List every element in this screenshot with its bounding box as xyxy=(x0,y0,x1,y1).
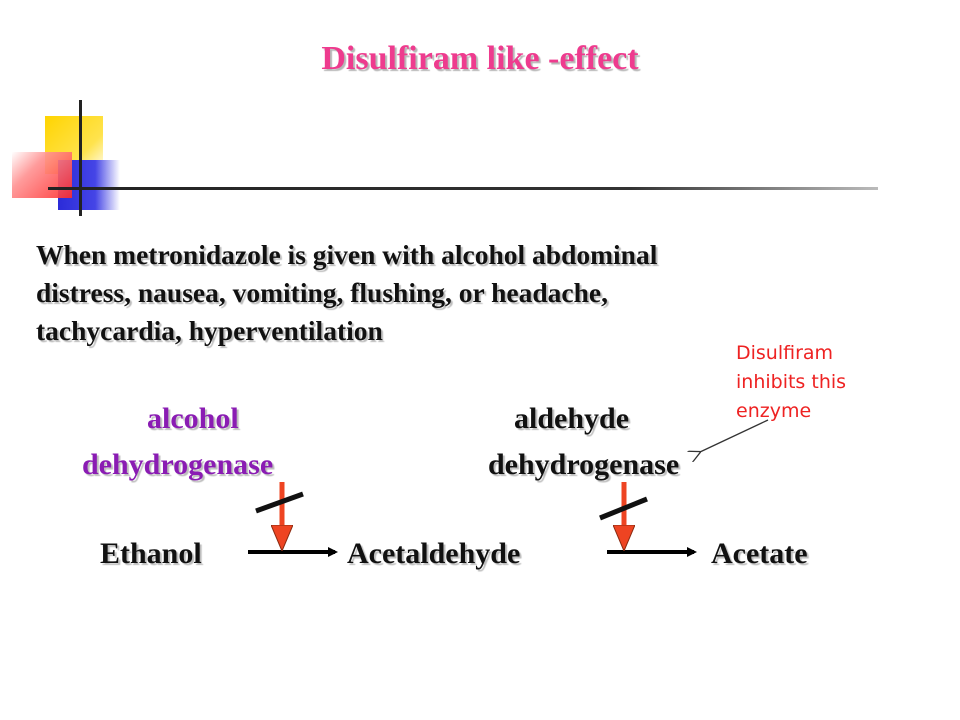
enzyme1-label-line2: dehydrogenase xyxy=(82,448,274,481)
annotation-pointer-arrow xyxy=(700,419,769,452)
enzyme1-label-line1: alcohol xyxy=(147,402,239,435)
red-square-decoration xyxy=(12,152,72,198)
enzyme2-label-line2: dehydrogenase xyxy=(488,448,680,481)
horizontal-rule xyxy=(48,187,878,190)
decorative-header-graphic xyxy=(0,100,960,230)
substrate-ethanol: Ethanol xyxy=(100,537,202,570)
inhibition-bar-2 xyxy=(599,496,648,521)
vertical-rule xyxy=(79,100,82,216)
substrate-acetaldehyde: Acetaldehyde xyxy=(347,537,521,570)
substrate-acetate: Acetate xyxy=(711,537,808,570)
annotation-line: enzyme xyxy=(736,400,812,422)
description-line: When metronidazole is given with alcohol… xyxy=(36,239,658,270)
annotation-line: Disulfiram xyxy=(736,342,834,364)
annotation-line: inhibits this xyxy=(736,371,847,393)
inhibition-bar-1 xyxy=(255,491,304,514)
disulfiram-annotation: Disulfiram inhibits this enzyme xyxy=(736,339,896,426)
description-line: tachycardia, hyperventilation xyxy=(36,315,383,346)
enzyme2-label-line1: aldehyde xyxy=(514,402,630,435)
description-line: distress, nausea, vomiting, flushing, or… xyxy=(36,277,608,308)
slide-title: Disulfiram like -effect xyxy=(321,40,639,77)
description-paragraph: When metronidazole is given with alcohol… xyxy=(36,236,916,350)
